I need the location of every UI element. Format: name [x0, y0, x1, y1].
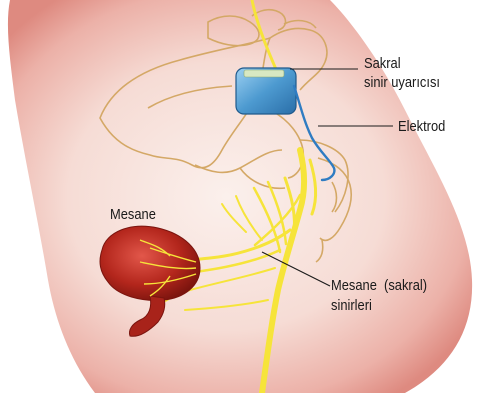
nerves-label-line1: Mesane (sakral) [331, 276, 427, 295]
stimulator-label-line1: Sakral [364, 54, 401, 73]
sacral-stimulator-device [236, 68, 296, 114]
body-silhouette [8, 0, 472, 393]
stimulator-label-line2: sinir uyarıcısı [364, 73, 440, 92]
bladder-label: Mesane [110, 205, 156, 224]
nerves-label-line2: sinirleri [331, 296, 372, 315]
electrode-label: Elektrod [398, 117, 445, 136]
